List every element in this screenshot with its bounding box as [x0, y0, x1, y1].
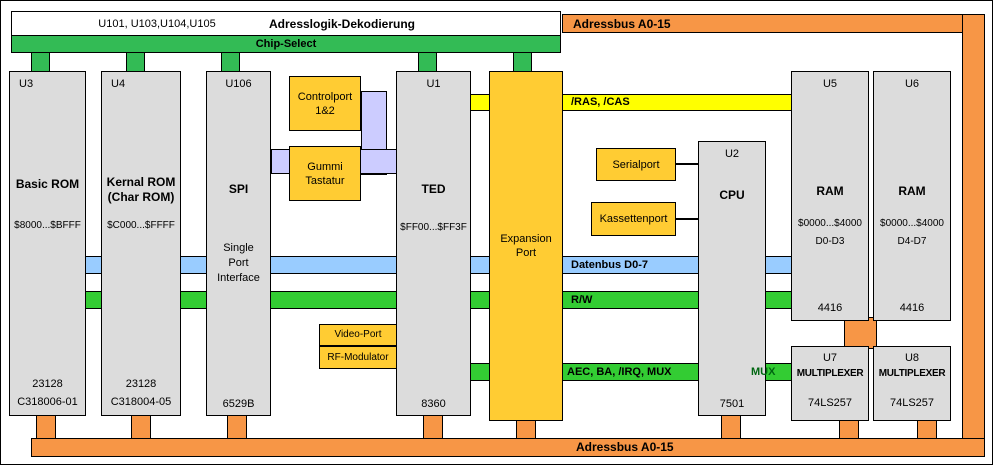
ab-stub-u1	[423, 414, 443, 440]
chip-bits: D0-D3	[815, 236, 845, 247]
cassette-port-label: Kassettenport	[599, 213, 668, 225]
data-bus-label: Datenbus D0-7	[571, 259, 649, 271]
chip-ref: U3	[19, 78, 34, 90]
chip-bits: D4-D7	[897, 236, 927, 247]
chip-ref: U5	[822, 78, 838, 90]
rw-bus-label: R/W	[571, 294, 593, 306]
chip-ref: U4	[111, 78, 126, 90]
chip-u6: U6 RAM $0000...$4000 D4-D7 4416	[873, 71, 951, 321]
chip-ref: U7	[822, 352, 838, 364]
chip-ref: U6	[904, 78, 920, 90]
chip-select-bar: Chip-Select	[11, 35, 561, 53]
ab-stub-u2	[721, 414, 741, 440]
expansion-port-label-1: Expansion	[500, 233, 552, 245]
chip-address: $C000...$FFFF	[107, 220, 175, 231]
chip-part: 74LS257	[807, 397, 853, 409]
video-port-label: Video-Port	[334, 329, 382, 340]
chip-name: TED	[421, 182, 446, 196]
addressbus-bottom-label: Adressbus A0-15	[576, 440, 674, 454]
decoder-box: U101, U103,U104,U105 Adresslogik-Dekodie…	[11, 11, 561, 36]
chip-part: 23128	[32, 378, 63, 390]
cassette-port-box: Kassettenport	[591, 202, 676, 236]
chip-part: 4416	[899, 302, 925, 314]
chip-u106: U106 SPI Single Port Interface 6529B	[206, 71, 271, 416]
chip-part2: C318004-05	[110, 396, 172, 408]
mux-label: MUX	[751, 366, 776, 378]
chip-name: Basic ROM	[15, 177, 80, 191]
serialport-label: Serialport	[612, 158, 660, 171]
chip-part: 74LS257	[889, 397, 935, 409]
chip-name: Kernal ROM	[106, 175, 176, 189]
serialport-box: Serialport	[596, 148, 676, 181]
chip-desc1: Single	[223, 242, 254, 254]
chip-part: 6529B	[222, 398, 255, 410]
chip-part: 23128	[125, 378, 157, 390]
cs-stub-u4	[126, 52, 145, 72]
rf-modulator-label: RF-Modulator	[327, 351, 389, 363]
chip-u3: U3 Basic ROM $8000...$BFFF 23128 C318006…	[9, 71, 86, 416]
chip-desc2: Port	[228, 257, 249, 269]
cs-stub-expansion	[513, 52, 532, 72]
keyboard-box: Gummi Tastatur	[289, 146, 361, 201]
chip-name2: (Char ROM)	[107, 190, 175, 204]
chip-name: MULTIPLEXER	[878, 368, 946, 379]
chip-u7: U7 MULTIPLEXER 74LS257	[791, 346, 869, 421]
serial-cpu-line	[676, 163, 698, 165]
controlport-label-1: Controlport	[297, 90, 353, 103]
decoder-title: Adresslogik-Dekodierung	[268, 16, 416, 31]
decoder-refs: U101, U103,U104,U105	[98, 17, 216, 30]
chip-part2: C318006-01	[17, 396, 78, 408]
chip-u4: U4 Kernal ROM (Char ROM) $C000...$FFFF 2…	[101, 71, 181, 416]
chip-name: SPI	[228, 182, 249, 196]
cassette-cpu-line	[676, 218, 698, 220]
rf-modulator-box: RF-Modulator	[319, 346, 397, 369]
addressbus-bottom	[31, 438, 985, 457]
chip-u1: U1 TED $FF00...$FF3F 8360	[396, 71, 471, 416]
chip-address: $8000...$BFFF	[14, 220, 81, 231]
expansion-port-label-2: Port	[515, 247, 537, 259]
chip-address: $FF00...$FF3F	[400, 222, 467, 233]
chip-u8: U8 MULTIPLEXER 74LS257	[873, 346, 951, 421]
cs-stub-u106	[221, 52, 240, 72]
controlport-label-2: 1&2	[315, 104, 335, 117]
ras-cas-label: /RAS, /CAS	[571, 96, 630, 108]
addressbus-top: Adressbus A0-15	[562, 14, 985, 33]
chip-name: RAM	[898, 184, 926, 198]
chip-name: CPU	[719, 188, 745, 202]
keyboard-label-1: Gummi	[307, 160, 343, 173]
chip-ref: U1	[426, 78, 441, 90]
chip-ref: U8	[904, 352, 920, 364]
chip-u5: U5 RAM $0000...$4000 D0-D3 4416	[791, 71, 869, 321]
ab-stub-u4	[131, 414, 151, 440]
addressbus-top-label: Adressbus A0-15	[573, 17, 671, 31]
expansion-port: Expansion Port	[489, 71, 563, 421]
keyboard-label-2: Tastatur	[305, 174, 345, 187]
chip-address: $0000...$4000	[798, 218, 862, 229]
chip-select-label: Chip-Select	[255, 38, 317, 50]
cs-stub-u1	[418, 52, 437, 72]
chip-part: 4416	[817, 302, 843, 314]
ab-stub-u106	[227, 414, 247, 440]
chip-part: 7501	[719, 398, 745, 410]
chip-address: $0000...$4000	[880, 218, 944, 229]
chip-ref: U2	[724, 148, 740, 160]
controlport-box: Controlport 1&2	[289, 76, 361, 131]
chip-desc3: Interface	[217, 272, 260, 284]
chip-u2: U2 CPU 7501	[698, 141, 766, 416]
chip-name: MULTIPLEXER	[796, 368, 864, 379]
ab-stub-u3	[36, 414, 56, 440]
cs-stub-u3	[31, 52, 50, 72]
addressbus-right	[962, 14, 985, 457]
ram-mux-connector	[844, 317, 877, 349]
chip-name: RAM	[816, 184, 844, 198]
video-port-box: Video-Port	[319, 324, 397, 346]
aec-bus-label: AEC, BA, /IRQ, MUX	[567, 366, 672, 378]
chip-part: 8360	[421, 398, 446, 410]
chip-ref: U106	[225, 78, 252, 90]
